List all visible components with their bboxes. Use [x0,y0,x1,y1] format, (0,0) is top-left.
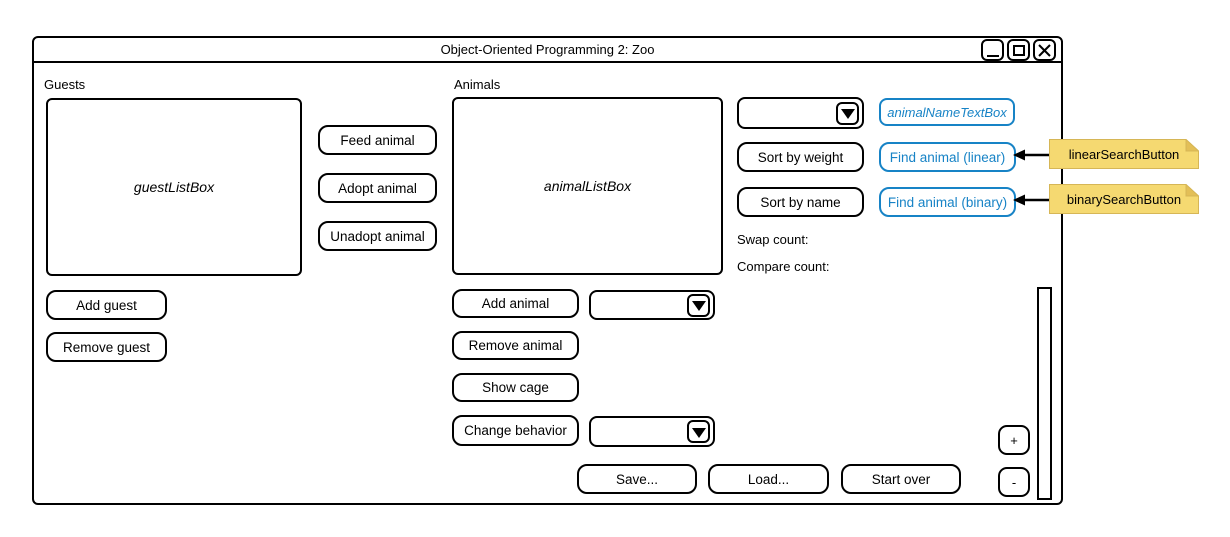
add-animal-button[interactable]: Add animal [452,289,579,318]
minimize-button[interactable] [981,39,1004,61]
add-guest-button[interactable]: Add guest [46,290,167,320]
chevron-down-icon [691,427,706,438]
load-button[interactable]: Load... [708,464,829,494]
sticky-note-text: binarySearchButton [1066,191,1182,207]
sticky-note-icon [1049,139,1199,169]
sort-by-weight-button[interactable]: Sort by weight [737,142,864,172]
sticky-note-linear-search: linearSearchButton [1049,139,1199,169]
title-bar[interactable]: Object-Oriented Programming 2: Zoo [34,38,1061,63]
adopt-animal-button[interactable]: Adopt animal [318,173,437,203]
app-window: Object-Oriented Programming 2: Zoo Guest… [32,36,1063,505]
zoom-in-button[interactable]: + [998,425,1030,455]
window-title: Object-Oriented Programming 2: Zoo [440,42,655,57]
search-field-dropdown[interactable] [737,97,864,129]
change-behavior-button[interactable]: Change behavior [452,415,579,446]
sticky-note-text: linearSearchButton [1068,146,1180,162]
sticky-note-binary-search: binarySearchButton [1049,184,1199,214]
unadopt-animal-button[interactable]: Unadopt animal [318,221,437,251]
zoom-out-button[interactable]: - [998,467,1030,497]
compare-count-label: Compare count: [737,259,830,274]
find-animal-linear-button[interactable]: Find animal (linear) [879,142,1016,172]
animal-listbox[interactable]: animalListBox [452,97,723,275]
swap-count-label: Swap count: [737,232,809,247]
feed-animal-button[interactable]: Feed animal [318,125,437,155]
window-controls [981,39,1056,61]
animal-name-textbox[interactable]: animalNameTextBox [879,98,1015,126]
arrow-to-linear-search-button [1013,149,1049,161]
sticky-note-icon [1049,184,1199,214]
remove-guest-button[interactable]: Remove guest [46,332,167,362]
chevron-down-icon [840,109,855,119]
close-button[interactable] [1033,39,1056,61]
start-over-button[interactable]: Start over [841,464,961,494]
minimize-icon [986,55,999,57]
save-button[interactable]: Save... [577,464,697,494]
chevron-down-icon [691,301,706,311]
animal-type-dropdown[interactable] [589,290,715,320]
guest-listbox[interactable]: guestListBox [46,98,302,276]
maximize-button[interactable] [1007,39,1030,61]
show-cage-button[interactable]: Show cage [452,373,579,402]
find-animal-binary-button[interactable]: Find animal (binary) [879,187,1016,217]
dropdown-arrow-button[interactable] [687,293,710,317]
arrow-to-binary-search-button [1013,194,1049,206]
guests-label: Guests [44,77,86,92]
behavior-dropdown[interactable] [589,416,715,447]
animals-label: Animals [454,77,501,92]
dropdown-arrow-button[interactable] [836,101,859,125]
close-icon [1038,43,1051,57]
sort-by-name-button[interactable]: Sort by name [737,187,864,217]
vertical-scrollbar[interactable] [1037,287,1052,500]
remove-animal-button[interactable]: Remove animal [452,331,579,360]
maximize-icon [1012,44,1025,56]
dropdown-arrow-button[interactable] [687,420,710,443]
